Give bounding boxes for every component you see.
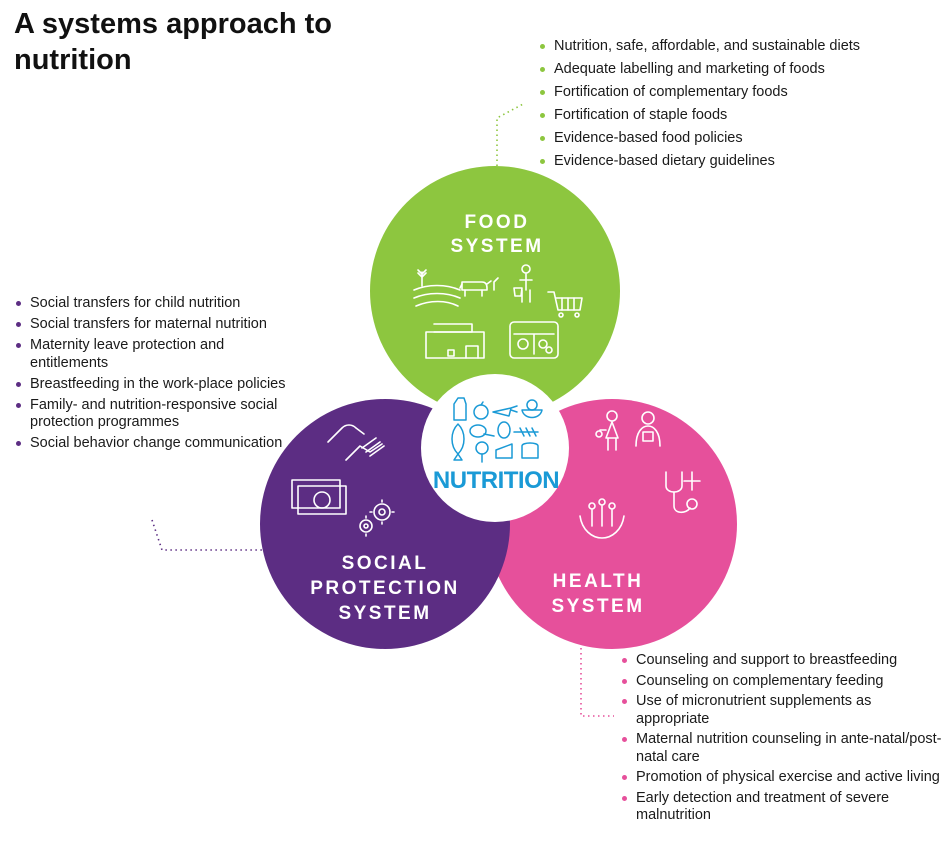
- health-label-line2: SYSTEM: [551, 596, 644, 617]
- milk-carton-icon: [453, 397, 467, 421]
- cow-icon: [459, 277, 499, 297]
- page-title: A systems approach to nutrition: [14, 8, 333, 76]
- apple-icon: [473, 401, 489, 420]
- health-system-list: Counseling and support to breastfeeding …: [620, 652, 942, 828]
- food-item-6: Evidence-based dietary guidelines: [538, 153, 938, 171]
- egg-icon: [497, 421, 511, 439]
- gears-icon: [359, 499, 395, 537]
- market-stall-icon: [425, 323, 485, 359]
- cash-icon: [291, 479, 347, 515]
- shopping-cart-icon: [547, 291, 583, 318]
- cheese-icon: [495, 443, 513, 459]
- social-item-4: Breastfeeding in the work-place policies: [14, 376, 304, 394]
- health-item-4: Maternal nutrition counseling in ante-na…: [620, 731, 942, 766]
- social-label-line1: SOCIAL: [342, 553, 429, 574]
- broccoli-icon: [475, 441, 489, 463]
- health-item-6: Early detection and treatment of severe …: [620, 790, 942, 825]
- health-item-5: Promotion of physical exercise and activ…: [620, 769, 942, 787]
- social-item-5: Family- and nutrition-responsive social …: [14, 397, 304, 432]
- food-system-list: Nutrition, safe, affordable, and sustain…: [538, 38, 938, 176]
- social-label-line3: SYSTEM: [338, 603, 431, 624]
- social-label-line2: PROTECTION: [310, 578, 460, 599]
- social-item-2: Social transfers for maternal nutrition: [14, 316, 304, 334]
- social-item-1: Social transfers for child nutrition: [14, 295, 304, 313]
- food-item-2: Adequate labelling and marketing of food…: [538, 61, 938, 79]
- health-item-2: Counseling on complementary feeding: [620, 673, 942, 691]
- carrot-icon: [492, 405, 518, 417]
- health-worker-icon: [635, 411, 661, 447]
- helping-hands-icon: [327, 424, 385, 461]
- health-label-line1: HEALTH: [553, 571, 644, 592]
- food-item-4: Fortification of staple foods: [538, 107, 938, 125]
- food-tray-icon: [509, 321, 559, 359]
- stethoscope-icon: [665, 471, 701, 514]
- social-connector-line: [151, 519, 262, 551]
- nutrition-label: NUTRITION: [433, 467, 559, 494]
- health-connector-line: [580, 648, 614, 717]
- social-protection-list: Social transfers for child nutrition Soc…: [14, 295, 304, 456]
- bread-icon: [521, 442, 539, 459]
- food-item-1: Nutrition, safe, affordable, and sustain…: [538, 38, 938, 56]
- social-item-3: Maternity leave protection and entitleme…: [14, 337, 304, 372]
- bowl-icon: [521, 399, 543, 419]
- shopper-icon: [513, 264, 533, 303]
- food-item-3: Fortification of complementary foods: [538, 84, 938, 102]
- mother-child-icon: [595, 410, 619, 451]
- health-item-3: Use of micronutrient supplements as appr…: [620, 693, 942, 728]
- nutrition-center-circle: [421, 374, 569, 522]
- family-hands-icon: [579, 498, 625, 539]
- drumstick-icon: [469, 424, 495, 438]
- farm-field-icon: [413, 269, 461, 307]
- grain-icon: [513, 427, 539, 437]
- food-item-5: Evidence-based food policies: [538, 130, 938, 148]
- fish-icon: [451, 423, 465, 461]
- food-system-label-line2: SYSTEM: [450, 236, 543, 257]
- social-item-6: Social behavior change communication: [14, 435, 304, 453]
- health-item-1: Counseling and support to breastfeeding: [620, 652, 942, 670]
- food-system-label-line1: FOOD: [465, 212, 530, 233]
